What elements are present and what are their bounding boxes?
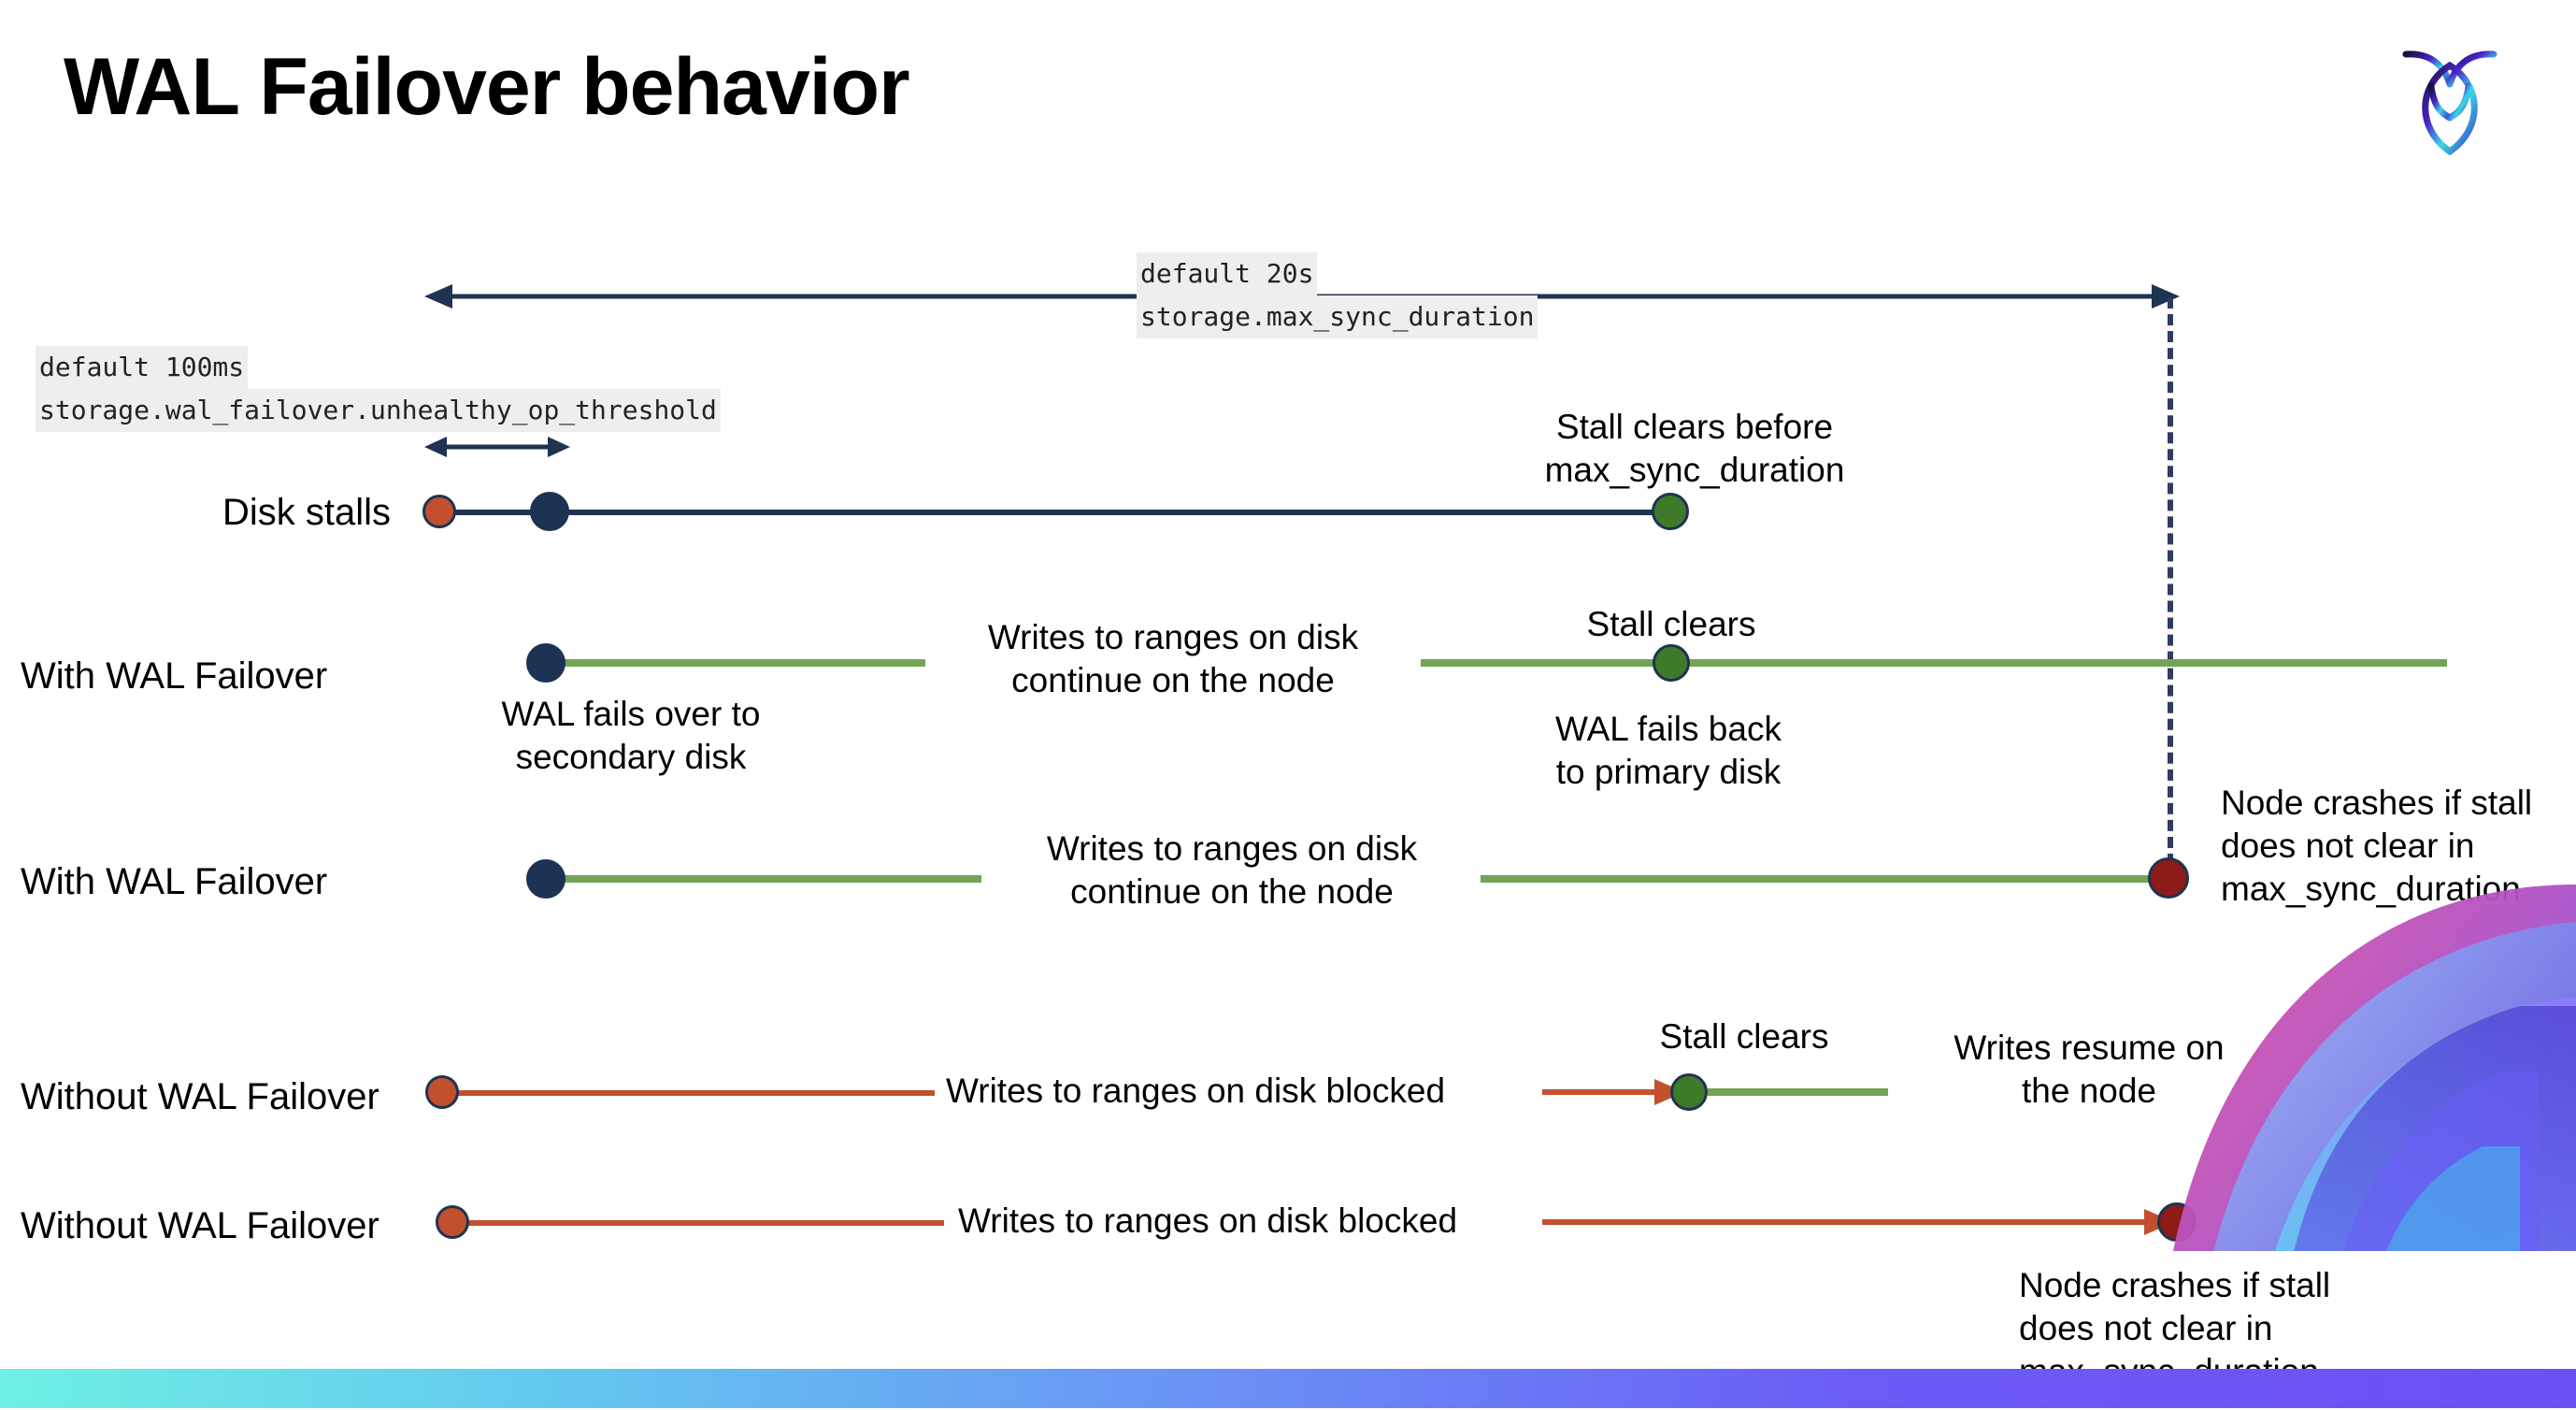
without-wal-failover-1-resume-segment (1708, 1088, 1888, 1096)
row-label-without-wal-failover-1: Without WAL Failover (21, 1076, 379, 1117)
without-wal-failover-1-stall-clears-label: Stall clears (1659, 1017, 1829, 1056)
wal-failover-1-stall-clears-dot[interactable] (1653, 644, 1690, 682)
wal-failover-1-failback-line2: to primary disk (1555, 753, 1782, 791)
disk-stall-detected-dot[interactable] (530, 492, 569, 531)
wal-failover-1-writes-line2: continue on the node (1011, 661, 1335, 699)
cockroach-logo-icon (2389, 28, 2511, 159)
wal-failover-2-crash-dot[interactable] (2148, 857, 2189, 899)
bottom-gradient-bar (0, 1369, 2576, 1408)
without-wal-failover-1-resume-line1: Writes resume on (1953, 1029, 2225, 1067)
without-wal-failover-1-blocked-label: Writes to ranges on disk blocked (946, 1072, 1446, 1110)
row-label-without-wal-failover-2: Without WAL Failover (21, 1205, 379, 1246)
max-sync-default-label: default 20s (1137, 252, 1318, 295)
without-wal-failover-1-start-dot[interactable] (425, 1075, 459, 1109)
without-wal-failover-1-blocked-arrow (1542, 1079, 1684, 1105)
page-title: WAL Failover behavior (64, 42, 910, 132)
without-wal-failover-2-blocked-segment-a (458, 1220, 944, 1226)
without-wal-failover-1-blocked-segment-a (449, 1090, 935, 1096)
wal-failover-2-writes-note: Writes to ranges on disk continue on the… (998, 827, 1466, 914)
wal-failover-1-failover-note: WAL fails over to secondary disk (453, 693, 809, 779)
unhealthy-setting-label: storage.wal_failover.unhealthy_op_thresh… (36, 389, 721, 432)
max-sync-duration-annotation: default 20s storage.max_sync_duration (1137, 252, 1538, 338)
row-label-with-wal-failover-1: With WAL Failover (21, 655, 328, 697)
wal-failover-1-failback-note: WAL fails back to primary disk (1505, 708, 1832, 794)
without-wal-failover-2-crash-line2: does not clear in (2019, 1309, 2273, 1347)
disk-stalls-note: Stall clears before max_sync_duration (1526, 406, 1863, 492)
max-sync-setting-label: storage.max_sync_duration (1137, 295, 1538, 338)
wal-failover-1-stall-clears-label: Stall clears (1586, 605, 1756, 643)
wal-failover-2-writes-line1: Writes to ranges on disk (1046, 829, 1418, 868)
without-wal-failover-1-resume-note: Writes resume on the node (1916, 1027, 2262, 1113)
max-sync-duration-dashed-guide (2168, 297, 2173, 882)
without-wal-failover-2-crash-line1: Node crashes if stall (2019, 1266, 2331, 1304)
wal-failover-2-start-dot[interactable] (526, 859, 565, 899)
wal-failover-2-crash-line2: does not clear in (2221, 827, 2475, 865)
wal-failover-1-writes-line1: Writes to ranges on disk (987, 618, 1359, 656)
wal-failover-2-writes-line2: continue on the node (1070, 872, 1394, 911)
without-wal-failover-2-blocked-label: Writes to ranges on disk blocked (958, 1201, 1458, 1240)
wal-failover-2-segment-a (542, 875, 981, 883)
unhealthy-default-label: default 100ms (36, 346, 249, 389)
row-label-disk-stalls: Disk stalls (222, 492, 392, 533)
wal-failover-1-writes-note: Writes to ranges on disk continue on the… (939, 616, 1407, 702)
disk-stalls-note-line1: Stall clears before (1555, 408, 1834, 446)
unhealthy-threshold-span-arrow (424, 437, 570, 457)
wal-failover-1-start-dot[interactable] (526, 643, 565, 683)
disk-stall-cleared-dot[interactable] (1652, 493, 1689, 530)
row-label-with-wal-failover-2: With WAL Failover (21, 861, 328, 902)
without-wal-failover-1-stall-clears-dot[interactable] (1670, 1073, 1708, 1111)
disk-stalls-note-line2: max_sync_duration (1544, 451, 1845, 489)
wal-failover-1-segment-a (542, 659, 925, 667)
disk-stalls-timeline (439, 510, 1673, 515)
wal-failover-1-failover-line2: secondary disk (515, 738, 747, 776)
wal-failover-1-failover-line1: WAL fails over to (501, 695, 761, 733)
wal-failover-2-crash-line1: Node crashes if stall (2221, 784, 2533, 822)
wal-failover-2-crash-note: Node crashes if stall does not clear in … (2221, 782, 2576, 911)
wal-failover-2-segment-b (1481, 875, 2172, 883)
without-wal-failover-2-start-dot[interactable] (436, 1205, 469, 1239)
wal-failover-1-failback-line1: WAL fails back (1555, 710, 1782, 748)
disk-stall-start-dot[interactable] (422, 495, 456, 528)
unhealthy-threshold-annotation: default 100ms storage.wal_failover.unhea… (36, 346, 721, 432)
without-wal-failover-1-resume-line2: the node (2021, 1072, 2157, 1110)
wal-failover-1-segment-b (1421, 659, 2447, 667)
